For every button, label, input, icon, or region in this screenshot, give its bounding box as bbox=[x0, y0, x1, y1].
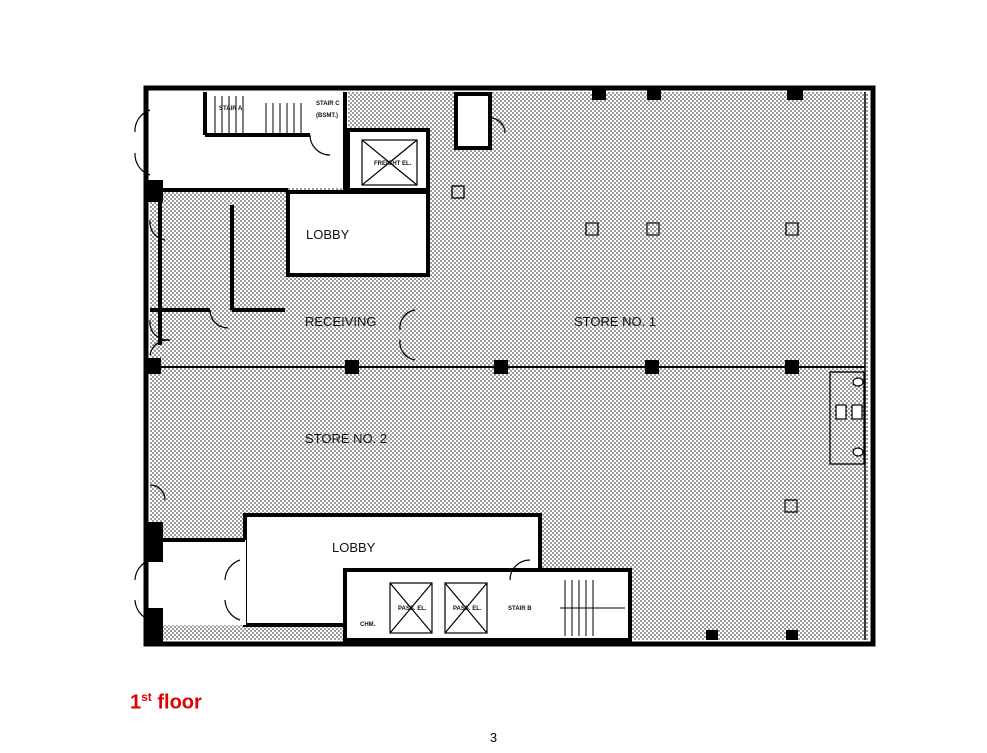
label-stair-a: STAIR A bbox=[219, 106, 243, 112]
label-stair-b: STAIR B bbox=[508, 606, 532, 612]
column-outlines bbox=[451, 185, 799, 513]
stair-treads bbox=[214, 96, 625, 636]
floor-caption: 1st floor bbox=[130, 690, 202, 715]
columns bbox=[145, 90, 803, 642]
caption-number: 1 bbox=[130, 691, 142, 714]
page-number: 3 bbox=[489, 730, 498, 745]
label-pass-elevator-1: PASS. EL. bbox=[398, 606, 427, 612]
caption-superscript: st bbox=[141, 690, 152, 704]
label-lobby-lower: LOBBY bbox=[332, 540, 376, 555]
interior-walls bbox=[150, 92, 347, 542]
label-lobby-upper: LOBBY bbox=[306, 227, 350, 242]
label-freight-elevator: FREIGHT EL. bbox=[374, 161, 412, 167]
label-store-2: STORE NO. 2 bbox=[305, 431, 387, 446]
label-stair-c-note: (BSMT.) bbox=[316, 113, 338, 119]
label-store-1: STORE NO. 1 bbox=[574, 314, 656, 329]
elevator-shafts bbox=[361, 139, 488, 634]
label-pass-elevator-2: PASS. EL. bbox=[453, 606, 482, 612]
label-chimney: CHM. bbox=[360, 622, 376, 628]
door-swings bbox=[134, 109, 531, 621]
label-stair-c: STAIR C bbox=[316, 101, 340, 107]
caption-suffix: floor bbox=[151, 691, 202, 714]
restroom-fixtures bbox=[829, 371, 865, 465]
label-receiving: RECEIVING bbox=[305, 314, 377, 329]
